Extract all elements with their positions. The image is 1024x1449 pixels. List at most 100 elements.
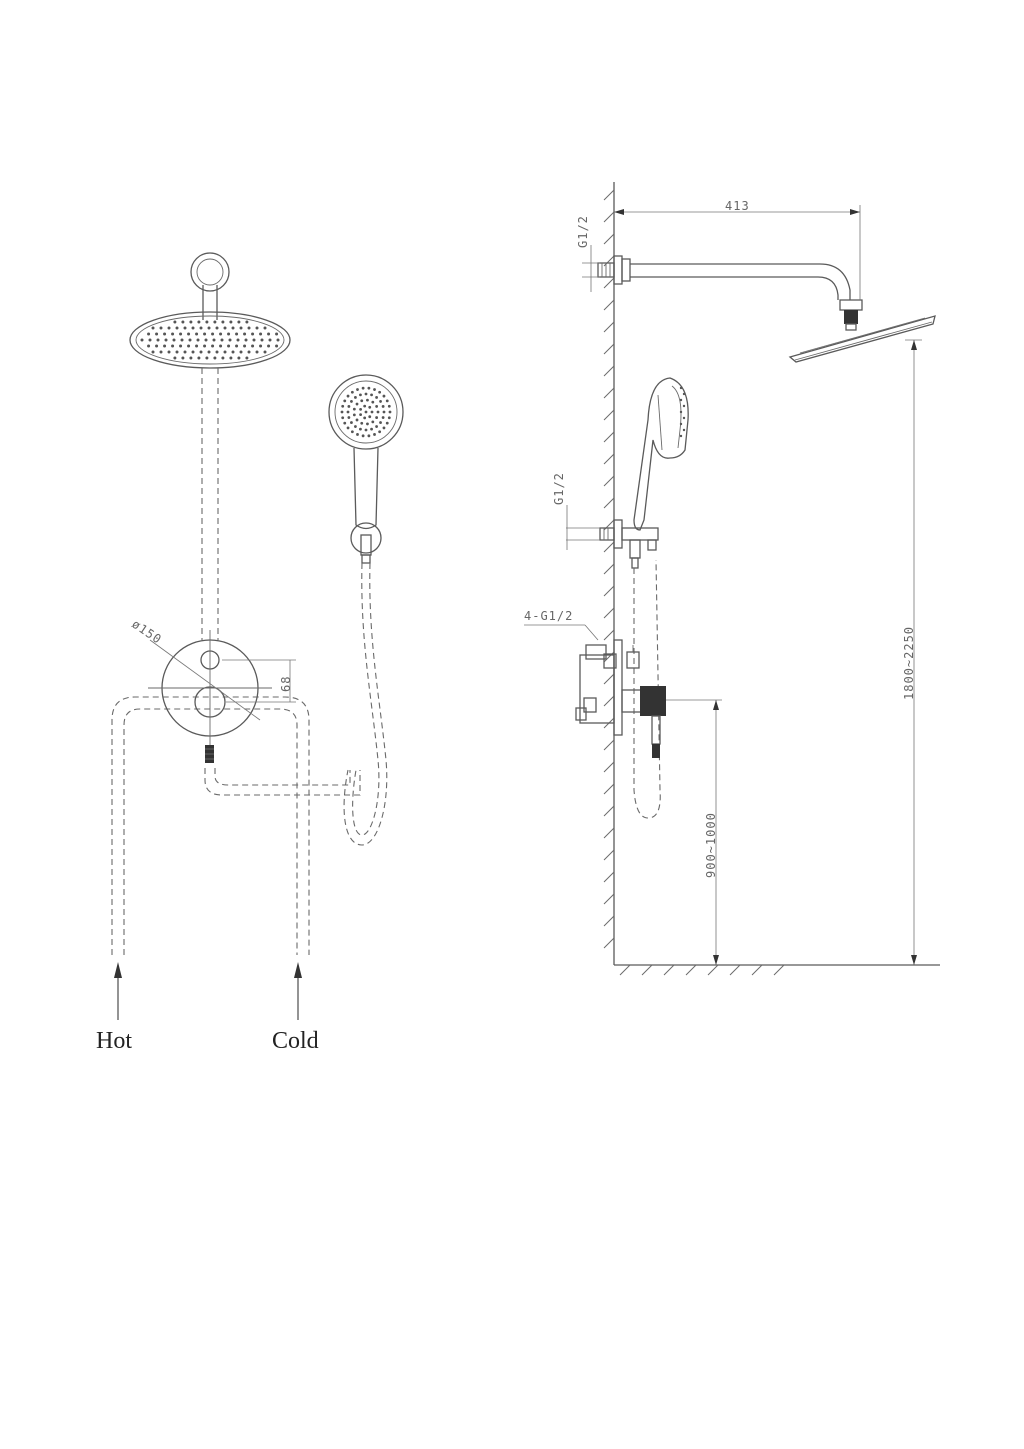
arm-wall-flange (190, 252, 230, 320)
hatch-line (603, 805, 615, 817)
nozzle-dot (244, 338, 248, 342)
nozzle-dot (243, 344, 247, 348)
nozzle-dot (203, 332, 207, 336)
nozzle-dot (151, 350, 155, 354)
side-view: G1/2 413 (524, 182, 940, 976)
nozzle-dot (204, 338, 208, 342)
nozzle-dot (370, 393, 373, 397)
nozzle-dot (247, 326, 251, 330)
nozzle-dot (387, 404, 391, 408)
concealed-valve-body (575, 639, 666, 758)
hatch-line (603, 189, 615, 201)
nozzle-dot (679, 422, 683, 426)
hatch-line (641, 964, 653, 976)
hand-thread-dimension: G1/2 (552, 472, 600, 550)
nozzle-dot (215, 350, 219, 354)
diameter-label: ø150 (129, 617, 164, 647)
nozzle-dot (359, 393, 362, 397)
nozzle-dot (213, 320, 217, 324)
nozzle-dot (227, 344, 231, 348)
nozzle-dot (221, 320, 225, 324)
hatch-line (603, 607, 615, 619)
nozzle-dot (237, 320, 241, 324)
nozzle-dot (361, 386, 365, 390)
spacing-dimension: 68 (222, 659, 296, 703)
nozzle-dot (211, 332, 215, 336)
nozzle-dot (350, 390, 354, 394)
hatch-line (603, 893, 615, 905)
nozzle-dot (159, 350, 163, 354)
nozzle-dot (259, 344, 263, 348)
wall (603, 182, 615, 965)
nozzle-dot (356, 433, 359, 436)
nozzle-dot (229, 320, 233, 324)
nozzle-dot (221, 356, 225, 360)
nozzle-dot (679, 386, 683, 390)
hatch-line (603, 233, 615, 245)
nozzle-dot (228, 338, 232, 342)
nozzle-dot (363, 416, 367, 420)
nozzle-dot (237, 356, 241, 360)
nozzle-dot (239, 326, 243, 330)
nozzle-dot (370, 410, 374, 414)
nozzle-dot (356, 388, 359, 391)
nozzle-dot (373, 433, 376, 436)
hatch-line (603, 387, 615, 399)
nozzle-dot (379, 400, 382, 403)
nozzle-dot (381, 405, 385, 408)
nozzle-dot (368, 415, 372, 419)
hatch-line (603, 321, 615, 333)
hatch-line (603, 343, 615, 355)
nozzle-dot (179, 332, 183, 336)
mixer-valve-plate (148, 630, 272, 745)
hatch-line (603, 541, 615, 553)
nozzle-dot (341, 416, 345, 420)
nozzle-dot (366, 398, 369, 402)
hot-label: Hot (96, 1028, 132, 1054)
valve-thread-leader: 4-G1/2 (524, 609, 599, 641)
nozzle-pattern (140, 320, 280, 360)
nozzle-dot (173, 320, 177, 324)
nozzle-dot (236, 338, 240, 342)
nozzle-dot (247, 350, 251, 354)
nozzle-dot (375, 425, 378, 428)
hand-shower-holder (350, 522, 382, 564)
hatch-line (603, 827, 615, 839)
nozzle-dot (679, 398, 683, 402)
nozzle-dot (361, 434, 365, 438)
nozzle-dot (175, 350, 179, 354)
nozzle-dot (251, 344, 255, 348)
nozzle-dot (245, 320, 249, 324)
nozzle-dot (189, 356, 193, 360)
nozzle-dot (378, 390, 382, 394)
nozzle-dot (255, 350, 259, 354)
nozzle-dot (366, 422, 369, 426)
arm-thread-label: G1/2 (576, 215, 590, 248)
nozzle-dot (197, 320, 201, 324)
nozzle-dot (387, 416, 391, 420)
hatch-line (603, 915, 615, 927)
nozzle-dot (350, 421, 353, 424)
nozzle-dot (382, 410, 386, 414)
cold-inlet: Cold (272, 962, 319, 1054)
nozzle-dot (235, 332, 239, 336)
nozzle-dot (378, 430, 382, 434)
nozzle-dot (140, 338, 144, 342)
nozzle-dot (213, 356, 217, 360)
hatch-line (603, 695, 615, 707)
hatch-line (707, 964, 719, 976)
hatch-line (603, 211, 615, 223)
nozzle-dot (155, 332, 159, 336)
hatch-line (773, 964, 785, 976)
nozzle-dot (375, 405, 379, 408)
nozzle-dot (171, 344, 175, 348)
nozzle-dot (156, 338, 160, 342)
nozzle-dot (682, 404, 686, 408)
nozzle-dot (275, 332, 279, 336)
hatch-line (603, 783, 615, 795)
nozzle-dot (375, 396, 378, 399)
nozzle-dot (196, 338, 200, 342)
nozzle-dot (167, 350, 171, 354)
nozzle-dot (235, 344, 239, 348)
nozzle-dot (199, 350, 203, 354)
